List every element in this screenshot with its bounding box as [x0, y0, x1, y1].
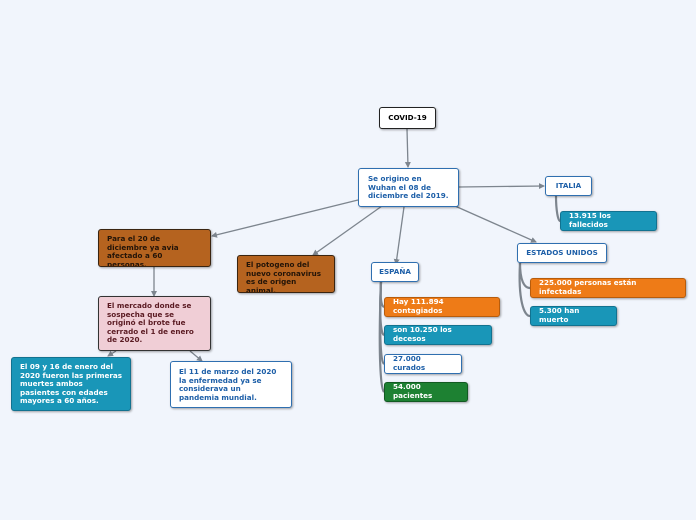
- root-topic[interactable]: COVID-19: [379, 107, 436, 129]
- spain-fact-cured[interactable]: 27.000 curados: [384, 354, 462, 374]
- link-market-march: [189, 350, 203, 362]
- link-origin-pathogen: [312, 205, 383, 256]
- link-root-origin: [404, 128, 411, 168]
- dec20-node[interactable]: Para el 20 de diciembre ya avia afectado…: [98, 229, 211, 267]
- usa-fact-deaths[interactable]: 5.300 han muerto: [530, 306, 617, 326]
- usa-node[interactable]: ESTADOS UNIDOS: [517, 243, 607, 263]
- italy-node[interactable]: ITALIA: [545, 176, 592, 196]
- link-origin-usa: [454, 205, 537, 243]
- spain-fact-infected[interactable]: Hay 111.894 contagiados: [384, 297, 500, 317]
- link-spain-fact-4: [378, 281, 385, 393]
- link-italy-fact: [554, 195, 561, 223]
- march-node[interactable]: El 11 de marzo del 2020 la enfermedad ya…: [170, 361, 292, 408]
- spain-fact-patients[interactable]: 54.000 pacientes: [384, 382, 468, 402]
- link-usa-fact-1: [518, 262, 531, 290]
- market-node[interactable]: El mercado donde se sospecha que se orig…: [98, 296, 211, 351]
- link-origin-dec20: [211, 199, 359, 238]
- link-market-jan: [107, 350, 117, 357]
- link-usa-fact-2: [518, 262, 531, 318]
- link-origin-italy: [458, 183, 545, 190]
- origin-node[interactable]: Se origino en Wuhan el 08 de diciembre d…: [358, 168, 459, 207]
- italy-fact-deaths[interactable]: 13.915 los fallecidos: [560, 211, 657, 231]
- spain-node[interactable]: ESPAÑA: [371, 262, 419, 282]
- jan-node[interactable]: El 09 y 16 de enero del 2020 fueron las …: [11, 357, 131, 411]
- pathogen-node[interactable]: El potogeno del nuevo coronavirus es de …: [237, 255, 335, 293]
- usa-fact-infected[interactable]: 225.000 personas están infectadas: [530, 278, 686, 298]
- link-origin-spain: [393, 206, 405, 265]
- spain-fact-deaths[interactable]: son 10.250 los decesos: [384, 325, 492, 345]
